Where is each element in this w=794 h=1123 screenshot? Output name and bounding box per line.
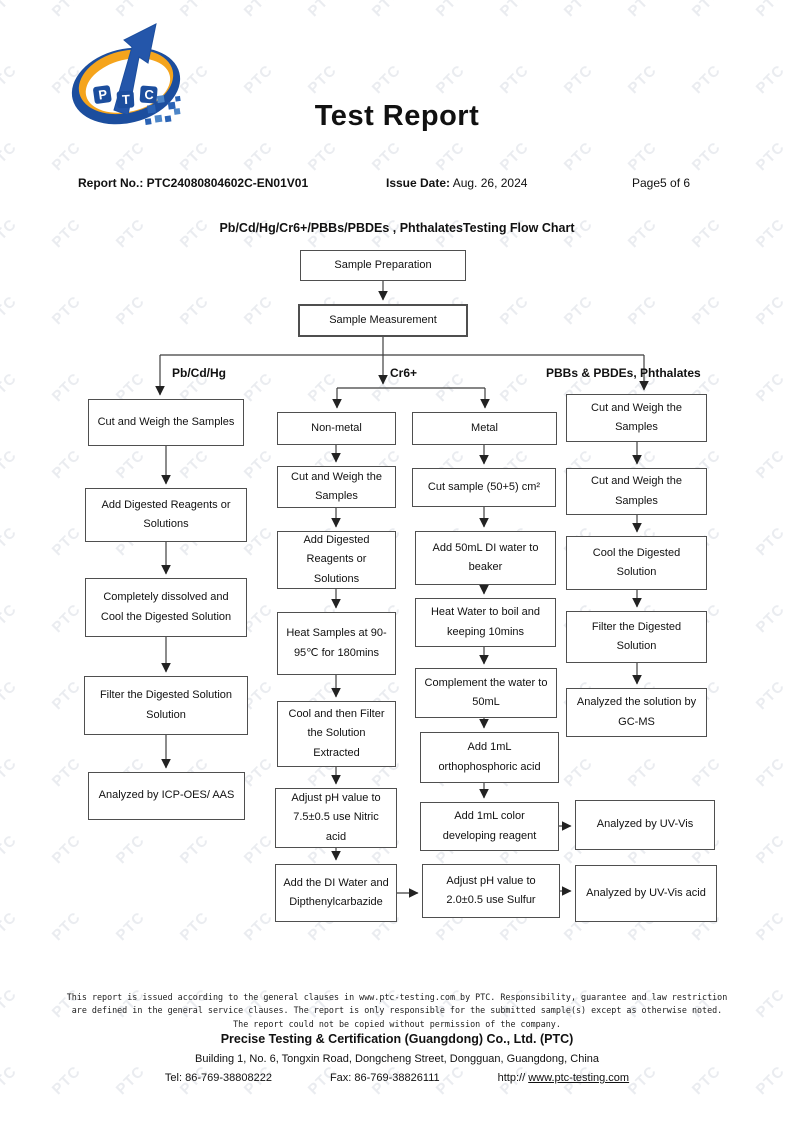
flow-box-metal-heat: Heat Water to boil and keeping 10mins bbox=[415, 598, 556, 647]
svg-text:P: P bbox=[97, 86, 108, 102]
flow-box-pb-cut: Cut and Weigh the Samples bbox=[88, 399, 244, 446]
flow-box-metal-header: Metal bbox=[412, 412, 557, 445]
flow-box-metal-color: Add 1mL color developing reagent bbox=[420, 802, 559, 851]
branch-label-pbcdhg: Pb/Cd/Hg bbox=[172, 366, 226, 380]
flow-box-metal-cut: Cut sample (50+5) cm² bbox=[412, 468, 556, 507]
flow-box-nonmetal-ph: Adjust pH value to 7.5±0.5 use Nitric ac… bbox=[275, 788, 397, 848]
flow-box-nonmetal-header: Non-metal bbox=[277, 412, 396, 445]
flow-box-pb-filter: Filter the Digested Solution Solution bbox=[84, 676, 248, 735]
fax-number: Fax: 86-769-38826111 bbox=[329, 1072, 440, 1084]
flow-box-uvvis-1: Analyzed by UV-Vis bbox=[575, 800, 715, 850]
website: http:// www.ptc-testing.com bbox=[498, 1072, 629, 1084]
ptc-logo: P T C bbox=[71, 23, 181, 125]
report-number: Report No.: PTC24080804602C-EN01V01 bbox=[78, 176, 308, 190]
flow-box-phthalates-cut1: Cut and Weigh the Samples bbox=[566, 394, 707, 442]
flow-box-pb-analyze: Analyzed by ICP-OES/ AAS bbox=[88, 772, 245, 820]
website-link[interactable]: www.ptc-testing.com bbox=[528, 1072, 630, 1084]
tel-number: Tel: 86-769-38808222 bbox=[164, 1072, 272, 1084]
disclaimer-line-3: The report could not be copied without p… bbox=[233, 1018, 561, 1029]
issue-date-value: Aug. 26, 2024 bbox=[452, 176, 528, 190]
flow-box-sample-preparation: Sample Preparation bbox=[300, 250, 466, 281]
flow-box-pb-dissolve: Completely dissolved and Cool the Digest… bbox=[85, 578, 247, 637]
flow-box-phthalates-gcms: Analyzed the solution by GC-MS bbox=[566, 688, 707, 737]
logo-pixel-trail bbox=[144, 95, 181, 125]
logo-letters: P T C bbox=[93, 85, 158, 109]
website-protocol: http:// bbox=[497, 1072, 526, 1084]
flow-box-nonmetal-diwater: Add the DI Water and Dipthenylcarbazide bbox=[275, 864, 397, 922]
issue-date: Issue Date: Aug. 26, 2024 bbox=[386, 176, 527, 190]
flow-box-metal-complement: Complement the water to 50mL bbox=[415, 668, 557, 718]
disclaimer-line-1: This report is issued according to the g… bbox=[66, 992, 728, 1002]
svg-text:T: T bbox=[122, 92, 131, 107]
flow-box-nonmetal-cool: Cool and then Filter the Solution Extrac… bbox=[277, 701, 396, 767]
flowchart-title: Pb/Cd/Hg/Cr6+/PBBs/PBDEs , PhthalatesTes… bbox=[219, 221, 575, 235]
svg-text:C: C bbox=[144, 87, 155, 103]
flow-box-phthalates-cut2: Cut and Weigh the Samples bbox=[566, 468, 707, 515]
branch-label-cr6: Cr6+ bbox=[390, 366, 418, 380]
contact-row: Tel: 86-769-38808222 Fax: 86-769-3882611… bbox=[0, 1072, 794, 1084]
company-address: Building 1, No. 6, Tongxin Road, Dongche… bbox=[194, 1053, 600, 1065]
flow-box-nonmetal-heat: Heat Samples at 90-95℃ for 180mins bbox=[277, 612, 396, 675]
flow-box-pb-digest: Add Digested Reagents or Solutions bbox=[85, 488, 247, 542]
page-number: Page5 of 6 bbox=[632, 176, 691, 190]
disclaimer-line-2: are defined in the general service claus… bbox=[71, 1005, 723, 1016]
footer-disclaimer: This report is issued according to the g… bbox=[60, 991, 734, 1031]
report-number-label: Report No.: bbox=[78, 176, 144, 190]
document-title: Test Report bbox=[314, 100, 480, 132]
flow-box-nonmetal-cut: Cut and Weigh the Samples bbox=[277, 466, 396, 508]
report-number-value: PTC24080804602C-EN01V01 bbox=[146, 176, 309, 190]
flow-box-nonmetal-digest: Add Digested Reagents or Solutions bbox=[277, 531, 396, 589]
branch-label-pbbs: PBBs & PBDEs, Phthalates bbox=[546, 366, 701, 380]
flow-box-metal-ortho: Add 1mL orthophosphoric acid bbox=[420, 732, 559, 783]
flow-box-metal-water: Add 50mL DI water to beaker bbox=[415, 531, 556, 585]
flow-box-phthalates-cool: Cool the Digested Solution bbox=[566, 536, 707, 590]
issue-date-label: Issue Date: bbox=[386, 176, 451, 190]
flow-box-uvvis-2: Analyzed by UV-Vis acid bbox=[575, 865, 717, 922]
flow-box-sample-measurement: Sample Measurement bbox=[298, 304, 468, 337]
flow-box-phthalates-filter: Filter the Digested Solution bbox=[566, 611, 707, 663]
flow-box-metal-ph: Adjust pH value to 2.0±0.5 use Sulfur bbox=[422, 864, 560, 918]
company-name: Precise Testing & Certification (Guangdo… bbox=[220, 1032, 574, 1046]
